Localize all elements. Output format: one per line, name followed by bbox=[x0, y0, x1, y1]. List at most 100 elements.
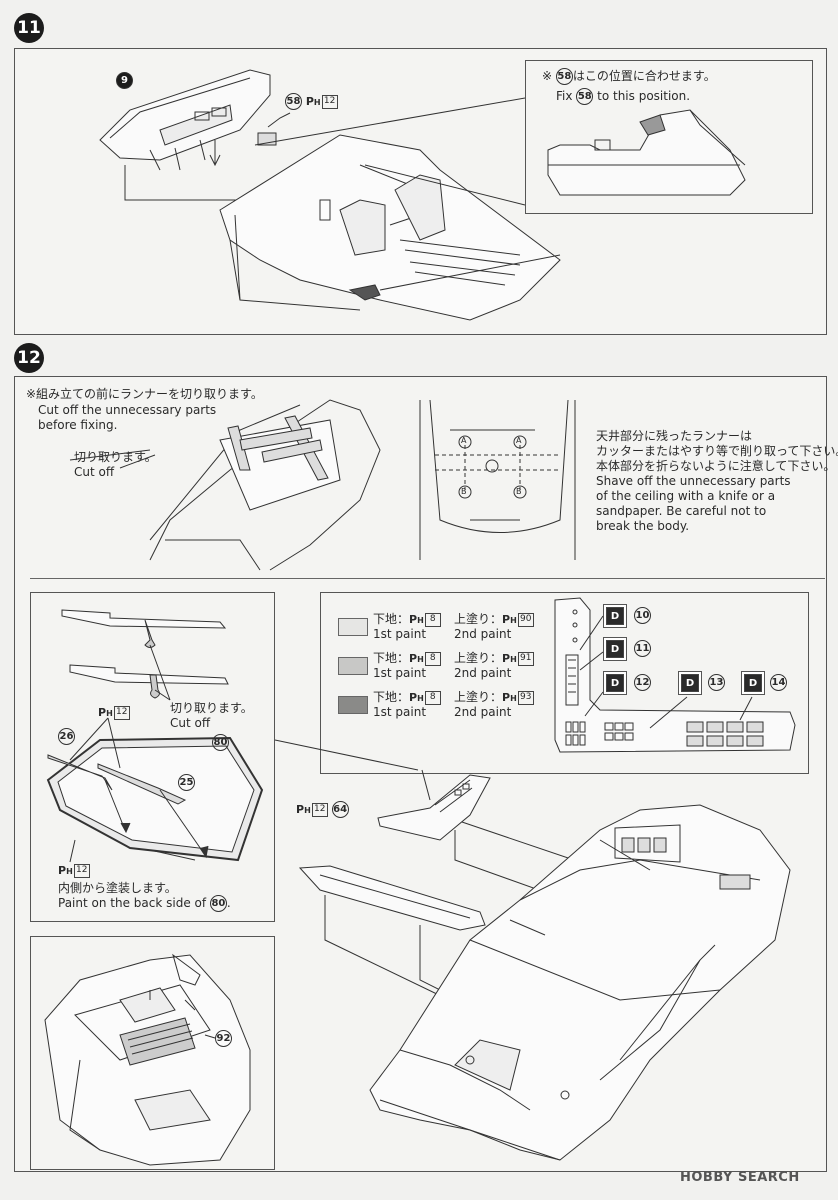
ph-prefix: P bbox=[502, 613, 511, 626]
cut-off-en: Cut off bbox=[74, 465, 115, 479]
decal-d-12: D bbox=[606, 674, 624, 692]
base-code: 8 bbox=[424, 612, 441, 627]
part-9-label: 9 bbox=[116, 72, 133, 89]
paint-row-1-en2: 2nd paint bbox=[454, 627, 512, 641]
ph-sub: H bbox=[510, 655, 517, 664]
base-code: 8 bbox=[424, 690, 441, 705]
decal-13-number: 13 bbox=[708, 674, 725, 691]
paint-row-3-en1: 1st paint bbox=[373, 705, 427, 719]
decal-d-14: D bbox=[744, 674, 762, 692]
ph-sub: H bbox=[417, 694, 424, 703]
label-a-right: A bbox=[516, 436, 522, 445]
inside-paint-jp: 内側から塗装します。 bbox=[58, 881, 177, 895]
decal-13-label: 13 bbox=[708, 674, 725, 691]
note-en-part: 58 bbox=[576, 88, 594, 105]
decal-12-number: 12 bbox=[634, 674, 651, 691]
ph-sub: H bbox=[510, 694, 517, 703]
paint-code-box: 12 bbox=[73, 863, 90, 878]
top-label: 上塗り： bbox=[454, 651, 503, 665]
decal-14-number: 14 bbox=[770, 674, 787, 691]
ph-prefix: P bbox=[409, 613, 418, 626]
wiper-cut-en: Cut off bbox=[170, 716, 211, 730]
top-code: 93 bbox=[517, 690, 534, 705]
ceiling-note-jp-1: 天井部分に残ったランナーは bbox=[596, 429, 753, 443]
part-25-number: 25 bbox=[178, 774, 195, 791]
paint-swatch-3 bbox=[338, 696, 368, 714]
part-9-number: 9 bbox=[116, 72, 133, 89]
paint-swatch-2 bbox=[338, 657, 368, 675]
paint-code-sub: H bbox=[313, 98, 321, 107]
wiper-cut-jp: 切り取ります。 bbox=[170, 701, 253, 715]
top-label: 上塗り： bbox=[454, 690, 503, 704]
inside-paint-en: Paint on the back side of 80. bbox=[58, 895, 231, 912]
runner-note-en-2: before fixing. bbox=[38, 418, 118, 432]
part-92-label: 92 bbox=[215, 1030, 232, 1047]
ceiling-note-en-1: Shave off the unnecessary parts bbox=[596, 474, 791, 488]
label-a-left: A bbox=[461, 436, 467, 445]
ph-sub: H bbox=[304, 806, 311, 815]
ph-prefix: P bbox=[58, 864, 67, 877]
ph-sub: H bbox=[417, 616, 424, 625]
label-b-left: B bbox=[461, 487, 467, 496]
ph-prefix: P bbox=[409, 691, 418, 704]
decal-10-number: 10 bbox=[634, 607, 651, 624]
base-label: 下地： bbox=[373, 651, 410, 665]
inside-en-period: . bbox=[226, 896, 231, 910]
paint-code-box: 12 bbox=[113, 705, 130, 720]
step-12-badge: 12 bbox=[14, 343, 44, 373]
cut-off-jp: 切り取ります。 bbox=[74, 450, 157, 464]
part-80-label: 80 bbox=[212, 734, 229, 751]
paint-legend-box bbox=[320, 592, 809, 774]
step-11-detail-box bbox=[525, 60, 813, 214]
part-92-number: 92 bbox=[215, 1030, 232, 1047]
decal-d-10: D bbox=[606, 607, 624, 625]
runner-note-en-1: Cut off the unnecessary parts bbox=[38, 403, 217, 417]
decal-d-13: D bbox=[681, 674, 699, 692]
step-11-badge: 11 bbox=[14, 13, 44, 43]
paint-code-box: 12 bbox=[321, 94, 338, 109]
part-26-number: 26 bbox=[58, 728, 75, 745]
windshield-box bbox=[30, 592, 275, 922]
paint-row-3-en2: 2nd paint bbox=[454, 705, 512, 719]
step-12-divider bbox=[30, 578, 825, 579]
ph-sub: H bbox=[106, 709, 113, 718]
decal-11-label: 11 bbox=[634, 640, 651, 657]
part-25-label: 25 bbox=[178, 774, 195, 791]
label-b-right: B bbox=[516, 487, 522, 496]
decal-10-label: 10 bbox=[634, 607, 651, 624]
note-en-prefix: Fix bbox=[556, 89, 573, 103]
inside-en-text: Paint on the back side of bbox=[58, 896, 207, 910]
base-label: 下地： bbox=[373, 612, 410, 626]
base-label: 下地： bbox=[373, 690, 410, 704]
step-11-note-en: Fix 58 to this position. bbox=[556, 88, 690, 105]
paint-row-1-en1: 1st paint bbox=[373, 627, 427, 641]
decal-12-label: 12 bbox=[634, 674, 651, 691]
ph-prefix: P bbox=[98, 706, 107, 719]
paint-row-2-en1: 1st paint bbox=[373, 666, 427, 680]
decal-11-number: 11 bbox=[634, 640, 651, 657]
ph-sub: H bbox=[66, 867, 73, 876]
step-11-drawing bbox=[99, 69, 746, 321]
rear-detail-box bbox=[30, 936, 275, 1170]
inside-en-part: 80 bbox=[209, 895, 227, 912]
ceiling-note-jp-2: カッターまたはやすり等で削り取って下さい。 bbox=[596, 444, 838, 458]
decal-d-11: D bbox=[606, 640, 624, 658]
ph-prefix: P bbox=[409, 652, 418, 665]
ceiling-note-en-3: sandpaper. Be careful not to bbox=[596, 504, 767, 518]
paint-swatch-1 bbox=[338, 618, 368, 636]
top-code: 91 bbox=[517, 651, 534, 666]
ph-prefix: P bbox=[296, 803, 305, 816]
paint-code-box: 12 bbox=[311, 802, 328, 817]
runner-note-jp: ※組み立ての前にランナーを切り取ります。 bbox=[26, 387, 263, 401]
